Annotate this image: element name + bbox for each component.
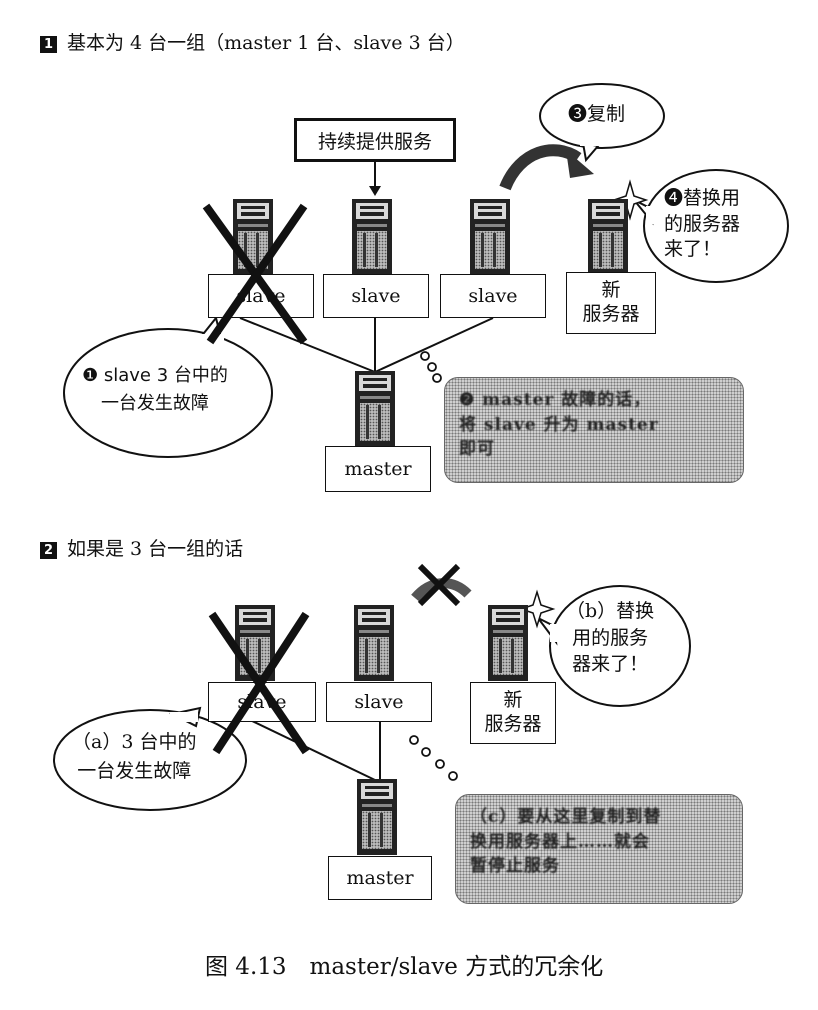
new-server-bubble: ❹替换用 的服务器 来了！	[664, 186, 740, 263]
service-label: 持续提供服务	[294, 118, 456, 162]
slave-server-icon	[469, 198, 511, 276]
bubble-line: 来了！	[664, 238, 722, 261]
bubble-line: （a）3 台中的	[72, 731, 197, 753]
new-server-bubble: （b）替换 用的服务 器来了！	[566, 598, 654, 678]
note-line: 换用服务器上……就会	[470, 831, 650, 852]
failure-x-icon	[202, 203, 308, 345]
new-server-box: 新 服务器	[470, 682, 556, 744]
bubble-line: 器来了！	[572, 653, 649, 676]
slave-server-icon	[351, 198, 393, 276]
section2-title: 2 如果是 3 台一组的话	[40, 534, 243, 561]
slave-box: slave	[440, 274, 546, 318]
new-server-label-line1: 新	[503, 689, 523, 712]
section2-number: 2	[40, 542, 57, 559]
section1-title-text: 基本为 4 台一组（master 1 台、slave 3 台）	[67, 32, 465, 54]
slave-server-icon	[353, 604, 395, 682]
bubble-line: （b）替换	[566, 600, 655, 622]
note-line: 即可	[459, 439, 495, 460]
figure-caption: 图 4.13 master/slave 方式的冗余化	[205, 954, 604, 980]
master-box: master	[328, 856, 432, 900]
master-box: master	[325, 446, 431, 492]
section1-title: 1 基本为 4 台一组（master 1 台、slave 3 台）	[40, 28, 465, 55]
bubble-line: 一台发生故障	[77, 759, 192, 782]
copy-bubble-text: ❸复制	[568, 103, 626, 125]
master-server-icon	[354, 370, 396, 448]
note-line: （c）要从这里复制到替	[470, 807, 662, 827]
master-failover-note: ❷ master 故障的话， 将 slave 升为 master 即可	[444, 377, 744, 483]
section1-number: 1	[40, 36, 57, 53]
failure-x-icon	[208, 611, 310, 755]
bubble-line: 的服务器	[664, 212, 741, 235]
new-server-icon	[587, 198, 629, 276]
bubble-line: 一台发生故障	[100, 392, 209, 414]
section2-title-text: 如果是 3 台一组的话	[67, 538, 244, 560]
bubble-line: 用的服务	[572, 626, 649, 649]
new-server-label-line2: 服务器	[582, 303, 640, 325]
note-line: ❷ master 故障的话，	[459, 390, 652, 410]
copy-downtime-note: （c）要从这里复制到替 换用服务器上……就会 暂停止服务	[455, 794, 743, 904]
fault-bubble: （a）3 台中的 一台发生故障	[72, 728, 196, 785]
new-server-box: 新 服务器	[566, 272, 656, 334]
new-server-label-line1: 新	[601, 279, 621, 302]
slave-box: slave	[323, 274, 429, 318]
bubble-line: ❶ slave 3 台中的	[82, 365, 228, 386]
bubble-line: ❹替换用	[664, 187, 741, 209]
fault-bubble: ❶ slave 3 台中的 一台发生故障	[82, 362, 228, 418]
note-line: 暂停止服务	[470, 856, 560, 877]
new-server-label-line2: 服务器	[484, 713, 542, 735]
note-line: 将 slave 升为 master	[459, 414, 659, 435]
new-server-icon	[487, 604, 529, 682]
master-server-icon	[356, 778, 398, 856]
slave-box: slave	[326, 682, 432, 722]
